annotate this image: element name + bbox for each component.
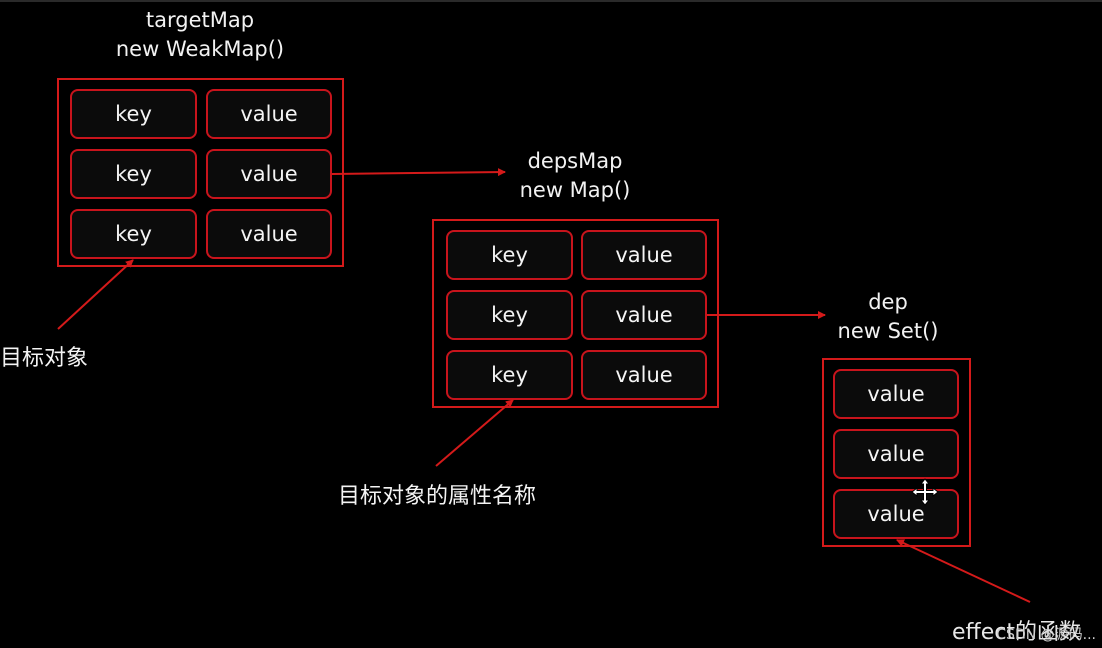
depsmap-value-1: value (581, 230, 707, 280)
arrow-target-object-caption (57, 259, 134, 330)
targetmap-title-line2: new WeakMap() (115, 37, 285, 61)
dep-value-3: value (833, 489, 959, 539)
depsmap-title-line2: new Map() (519, 178, 631, 202)
targetmap-key-1: key (70, 89, 197, 139)
dep-value-1: value (833, 369, 959, 419)
target-object-caption: 目标对象 (0, 346, 89, 371)
depsmap-value-3: value (581, 350, 707, 400)
dep-title: dep new Set() (788, 288, 988, 346)
arrow-targetmap-to-depsmap (331, 168, 506, 177)
targetmap-title-line1: targetMap (145, 8, 255, 32)
property-name-caption: 目标对象的属性名称 (338, 484, 537, 509)
depsmap-key-1: key (446, 230, 573, 280)
depsmap-title: depsMap new Map() (465, 147, 685, 205)
targetmap-value-3: value (206, 209, 332, 259)
dep-title-line1: dep (868, 290, 908, 314)
dep-value-2: value (833, 429, 959, 479)
depsmap-box (432, 219, 719, 408)
targetmap-key-3: key (70, 209, 197, 259)
csdn-watermark: CSDN @源码... (996, 627, 1096, 643)
arrow-effect-caption (896, 539, 1031, 603)
arrow-property-name-caption (435, 399, 514, 467)
move-cursor-icon (911, 478, 939, 506)
targetmap-box (57, 78, 344, 267)
depsmap-key-2: key (446, 290, 573, 340)
effect-function-caption: effect的函数 (952, 620, 1081, 645)
targetmap-value-2: value (206, 149, 332, 199)
targetmap-title: targetMap new WeakMap() (90, 6, 310, 64)
depsmap-title-line1: depsMap (527, 149, 623, 173)
dep-title-line2: new Set() (837, 319, 939, 343)
targetmap-key-2: key (70, 149, 197, 199)
depsmap-value-2: value (581, 290, 707, 340)
targetmap-value-1: value (206, 89, 332, 139)
depsmap-key-3: key (446, 350, 573, 400)
top-bar (0, 0, 1102, 2)
